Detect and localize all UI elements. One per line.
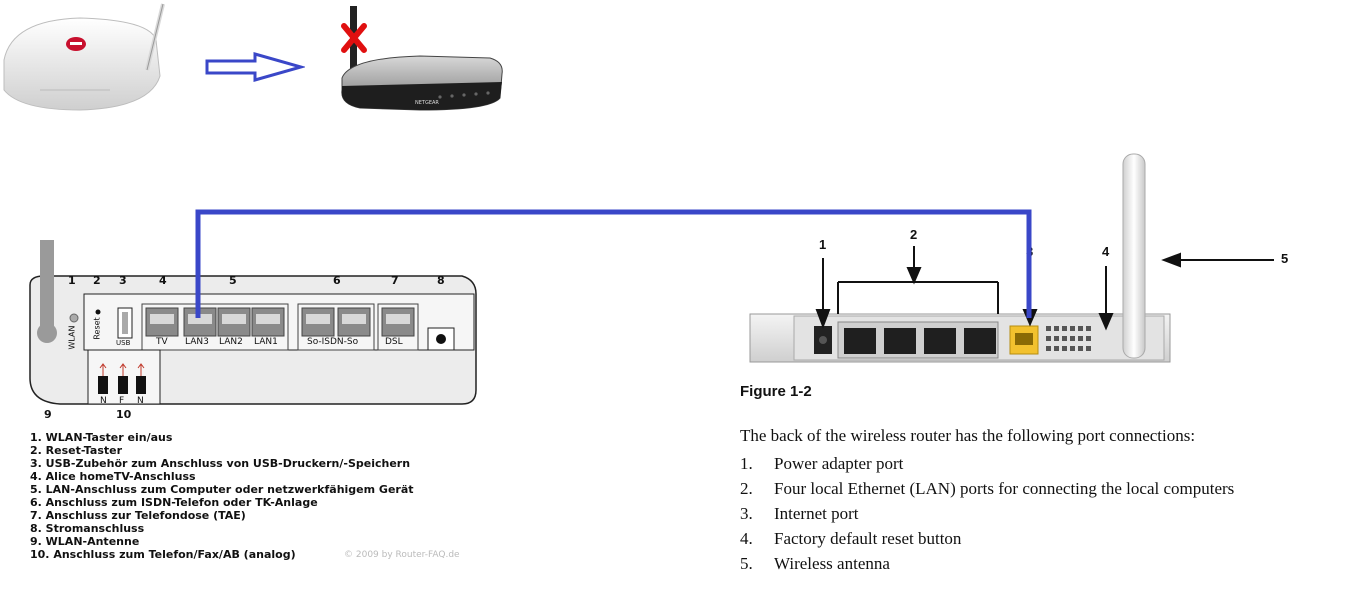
- left-num-2: 2: [93, 274, 101, 287]
- copyright-text: © 2009 by Router-FAQ.de: [344, 550, 460, 560]
- callout-2: 2: [910, 227, 918, 242]
- left-legend: 1. WLAN-Taster ein/aus 2. Reset-Taster 3…: [30, 431, 414, 561]
- port-label-dsl: DSL: [385, 337, 403, 347]
- legend-line: 4. Alice homeTV-Anschluss: [30, 470, 196, 483]
- legend-line: 6. Anschluss zum ISDN-Telefon oder TK-An…: [30, 496, 318, 509]
- right-router-panel: [749, 153, 1274, 363]
- port-label-isdn: So-ISDN-So: [307, 337, 359, 347]
- port-label-tv: TV: [156, 337, 168, 347]
- netgear-brand: NETGEAR: [415, 100, 439, 106]
- list-item: 5.Wireless antenna: [740, 554, 890, 573]
- left-num-1: 1: [68, 274, 76, 287]
- left-num-7: 7: [391, 274, 399, 287]
- router-white-icon: [3, 3, 165, 111]
- callout-1: 1: [819, 237, 827, 252]
- figure-intro: The back of the wireless router has the …: [740, 426, 1196, 445]
- figure-title: Figure 1-2: [740, 383, 812, 400]
- left-router-panel: [29, 240, 477, 405]
- list-item: 4.Factory default reset button: [740, 529, 962, 548]
- router-netgear-crossed-icon: NETGEAR: [341, 6, 503, 111]
- arrow-right-icon: [205, 52, 305, 82]
- callout-5: 5: [1281, 251, 1289, 266]
- left-num-10: 10: [116, 408, 132, 421]
- legend-line: 8. Stromanschluss: [30, 522, 145, 535]
- left-num-4: 4: [159, 274, 167, 287]
- left-num-3: 3: [119, 274, 127, 287]
- legend-line: 1. WLAN-Taster ein/aus: [30, 431, 173, 444]
- legend-line: 7. Anschluss zur Telefondose (TAE): [30, 509, 246, 522]
- legend-line: 5. LAN-Anschluss zum Computer oder netzw…: [30, 483, 414, 496]
- left-num-8: 8: [437, 274, 445, 287]
- legend-line: 10. Anschluss zum Telefon/Fax/AB (analog…: [30, 548, 296, 561]
- port-label-lan3: LAN3: [185, 337, 209, 347]
- left-num-9: 9: [44, 408, 52, 421]
- list-item: 3.Internet port: [740, 504, 859, 523]
- list-item: 2.Four local Ethernet (LAN) ports for co…: [740, 479, 1235, 498]
- left-num-6: 6: [333, 274, 341, 287]
- legend-line: 3. USB-Zubehör zum Anschluss von USB-Dru…: [30, 457, 411, 470]
- figure-list: 1.Power adapter port 2.Four local Ethern…: [740, 454, 1234, 579]
- legend-line: 2. Reset-Taster: [30, 444, 123, 457]
- phone-label-f: F: [119, 396, 125, 406]
- left-num-5: 5: [229, 274, 237, 287]
- callout-4: 4: [1102, 244, 1110, 259]
- legend-line: 9. WLAN-Antenne: [30, 535, 140, 548]
- usb-label: USB: [116, 339, 131, 347]
- port-label-lan1: LAN1: [254, 337, 278, 347]
- port-label-lan2: LAN2: [219, 337, 243, 347]
- list-item: 1.Power adapter port: [740, 454, 904, 473]
- phone-label-n1: N: [100, 396, 107, 406]
- phone-label-n2: N: [137, 396, 144, 406]
